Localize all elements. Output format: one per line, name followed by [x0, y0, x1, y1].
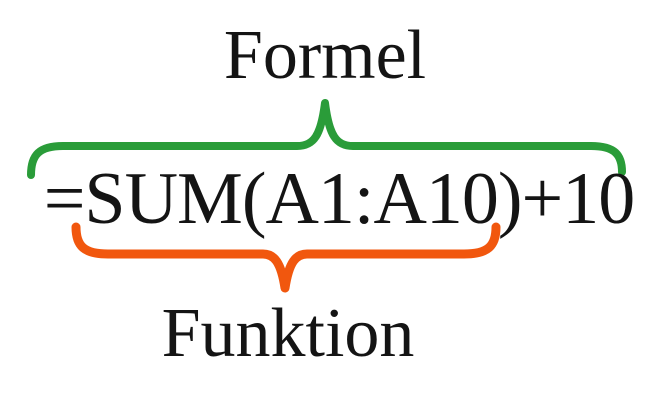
formel-over-brace-icon: [27, 99, 626, 179]
formula-text: =SUM(A1:A10)+10: [43, 158, 636, 240]
funktion-label: Funktion: [161, 295, 415, 372]
formel-label: Formel: [223, 17, 427, 94]
funktion-under-brace-path: [71, 222, 501, 293]
funktion-under-brace-icon: [71, 222, 501, 293]
formel-over-brace-path: [27, 99, 626, 179]
